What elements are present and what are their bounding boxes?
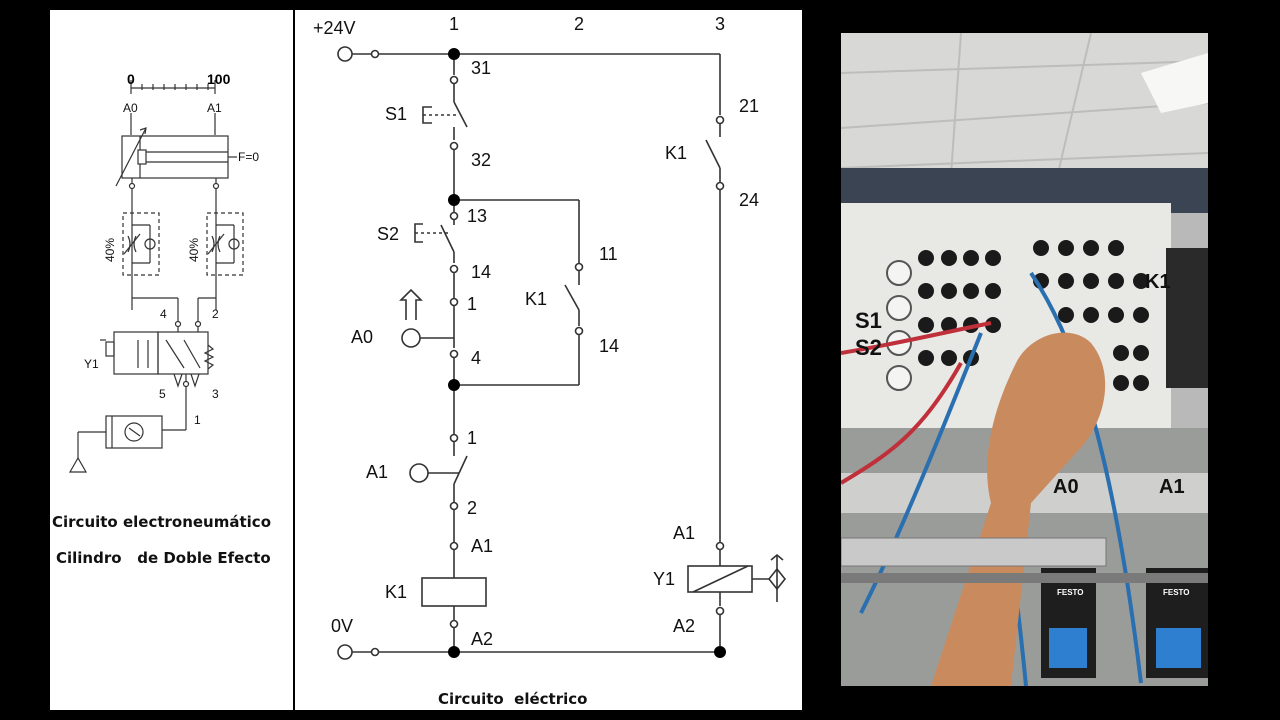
throttle-valve-left: [122, 212, 160, 276]
junction-hold: [448, 379, 460, 391]
pneumatic-caption-line2: Cilindro de Doble Efecto: [56, 549, 271, 567]
panel-divider: [293, 10, 295, 710]
junction-s2: [448, 194, 460, 206]
photo-label-k1: K1: [1145, 271, 1171, 293]
port-1-label: 1: [194, 413, 201, 427]
directional-valve-5-2: [157, 331, 209, 375]
pneumatic-caption-line1: Circuito electroneumático: [52, 513, 272, 531]
pneumatic-panel: 0 100 A0 A1 F=0 40% 40% 4 2 5 3 1 Y1 Cir…: [50, 10, 293, 710]
s2-terminal-top: 13: [467, 206, 487, 226]
y1-terminal-a2: A2: [673, 616, 695, 636]
k1-self-hold-label: K1: [525, 289, 547, 309]
hand: [931, 332, 1106, 686]
s2-label: S2: [377, 224, 399, 244]
junction-bottom-1: [448, 646, 460, 658]
k1-coil: [421, 577, 487, 607]
k1-self-hold-contact: [564, 284, 580, 311]
a1-contact: [453, 455, 468, 485]
k1-coil-label: K1: [385, 582, 407, 602]
lab-photo: S1 S2 K1 A0 A1 FESTO FESTO: [841, 33, 1208, 686]
scale-max-label: 100: [207, 71, 231, 87]
k1-self-hold-terminal-bottom: 14: [599, 336, 619, 356]
electrical-diagram: +24V 0V 1 2 3 S1 31 32 S2 13 14 A0 1 4 A…: [313, 14, 787, 660]
photo-label-a0: A0: [1053, 476, 1079, 498]
k1-coil-a1: A1: [471, 536, 493, 556]
supply-positive-label: +24V: [313, 18, 356, 38]
k1-self-hold-terminal-top: 11: [599, 244, 618, 264]
s2-contact: [440, 224, 455, 253]
port-4-label: 4: [160, 307, 167, 321]
port-2-label: 2: [212, 307, 219, 321]
s1-label: S1: [385, 104, 407, 124]
electrical-caption: Circuito eléctrico: [438, 690, 588, 708]
supply-negative-label: 0V: [331, 616, 353, 636]
photo-label-a1: A1: [1159, 476, 1185, 498]
a0-terminal-top: 1: [467, 294, 477, 314]
throttle-left-percent: 40%: [103, 238, 117, 262]
port-5-label: 5: [159, 387, 166, 401]
sensor-a1-label: A1: [207, 101, 222, 115]
s2-terminal-bottom: 14: [471, 262, 491, 282]
port-3-label: 3: [212, 387, 219, 401]
k1-output-label: K1: [665, 143, 687, 163]
column-3-label: 3: [715, 14, 725, 34]
junction-bottom-3: [714, 646, 726, 658]
a1-terminal-top: 1: [467, 428, 477, 448]
pneumatic-diagram: 0 100 A0 A1 F=0 40% 40% 4 2 5 3 1 Y1: [68, 71, 259, 473]
photo-brand-left: FESTO: [1057, 588, 1084, 597]
column-1-label: 1: [449, 14, 459, 34]
photo-brand-right: FESTO: [1163, 588, 1190, 597]
k1-coil-a2: A2: [471, 629, 493, 649]
force-label: F=0: [238, 150, 259, 164]
a0-label: A0: [351, 327, 373, 347]
lab-photo-illustration: S1 S2 K1 A0 A1 FESTO FESTO: [841, 33, 1208, 686]
throttle-valve-right: [206, 212, 244, 276]
y1-terminal-a1: A1: [673, 523, 695, 543]
sensor-a0-label: A0: [123, 101, 138, 115]
valve-y1-label: Y1: [84, 357, 99, 371]
column-2-label: 2: [574, 14, 584, 34]
s1-contact: [453, 101, 468, 128]
electrical-panel: +24V 0V 1 2 3 S1 31 32 S2 13 14 A0 1 4 A…: [295, 10, 802, 710]
s1-terminal-top: 31: [471, 58, 491, 78]
a1-label: A1: [366, 462, 388, 482]
junction-top: [448, 48, 460, 60]
k1-output-contact: [705, 139, 721, 169]
photo-label-s2: S2: [855, 335, 882, 360]
a0-terminal-bottom: 4: [471, 348, 481, 368]
k1-output-terminal-bottom: 24: [739, 190, 759, 210]
s1-terminal-bottom: 32: [471, 150, 491, 170]
a1-terminal-bottom: 2: [467, 498, 477, 518]
throttle-right-percent: 40%: [187, 238, 201, 262]
scale-min-label: 0: [127, 71, 135, 87]
y1-label: Y1: [653, 569, 675, 589]
k1-output-terminal-top: 21: [739, 96, 759, 116]
photo-label-s1: S1: [855, 308, 882, 333]
